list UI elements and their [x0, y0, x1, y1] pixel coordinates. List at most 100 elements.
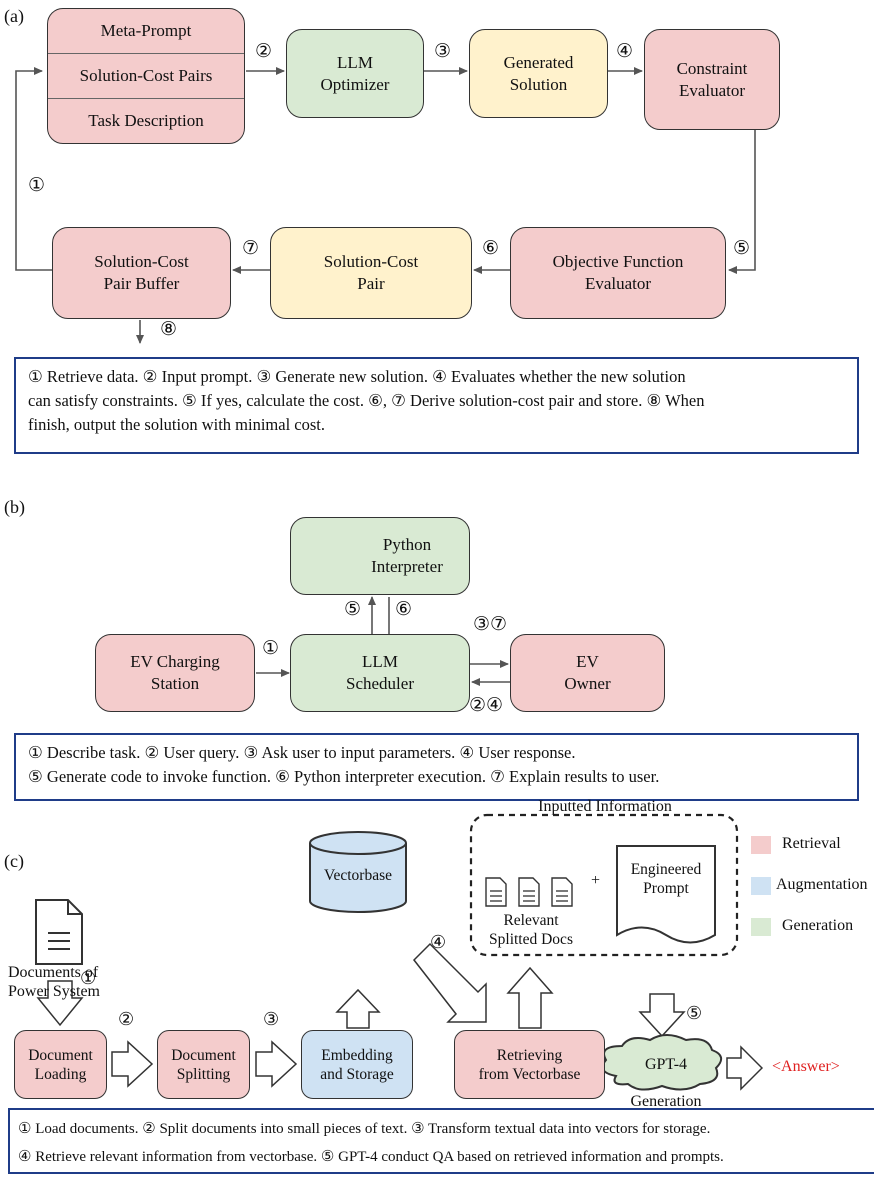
python-line2: Interpreter: [371, 557, 443, 576]
gpt4-cloud: [601, 1034, 723, 1091]
meta-prompt-stack: Meta-Prompt Solution-Cost Pairs Task Des…: [47, 8, 245, 144]
solution-cost-pair-box: Solution-Cost Pair: [270, 227, 472, 319]
panel-a-label: (a): [4, 6, 24, 26]
panel-b-label: (b): [4, 497, 25, 517]
generated-solution-line1: Generated: [503, 52, 574, 72]
python-interpreter-box: Python Interpreter: [290, 517, 470, 595]
hollow-arrow-up-embed: [335, 988, 381, 1029]
step-4-marker: ④: [616, 41, 634, 62]
c-note-num-3: ③: [411, 1121, 425, 1137]
panel-a-note-line1: ① Retrieve data. ② Input prompt. ③ Gener…: [28, 367, 686, 386]
gpt4-label: GPT-4: [644, 1056, 688, 1073]
doc-splitting-line2: Splitting: [176, 1065, 231, 1083]
llm-optimizer-line1: LLM: [337, 52, 373, 72]
llm-scheduler-line2: Scheduler: [346, 674, 414, 693]
c-step-4-marker: ④: [430, 932, 447, 952]
embedding-line1: Embedding: [321, 1046, 393, 1064]
retrieving-line1: Retrieving: [496, 1046, 563, 1064]
step-6-marker: ⑥: [482, 238, 500, 259]
legend-swatch-retrieval: [751, 836, 771, 854]
relevant-docs-line1: Relevant: [503, 912, 559, 929]
c-note-num-2: ②: [142, 1121, 156, 1137]
c-note-text-5: GPT-4 conduct QA based on retrieved info…: [338, 1149, 724, 1165]
ev-station-line1: EV Charging: [130, 652, 220, 671]
step-5-marker: ⑤: [733, 238, 751, 259]
panel-c-note: ① Load documents. ② Split documents into…: [8, 1108, 874, 1174]
c-note-text-3: Transform textual data into vectors for …: [428, 1121, 711, 1137]
small-doc-icon: [518, 877, 540, 907]
step-1-marker: ①: [28, 175, 46, 196]
step-8-marker: ⑧: [160, 319, 178, 340]
constraint-evaluator-box: Constraint Evaluator: [644, 29, 780, 130]
b-step-37-marker: ③⑦: [473, 614, 508, 635]
buffer-box: Solution-Cost Pair Buffer: [52, 227, 231, 319]
hollow-arrow-down-1: [36, 980, 84, 1027]
hollow-arrow-right-answer: [726, 1045, 764, 1091]
b-step-6-marker: ⑥: [395, 599, 413, 620]
doc-loading-line1: Document: [28, 1046, 93, 1064]
arrow-1: [15, 67, 52, 271]
llm-scheduler-box: LLM Scheduler: [290, 634, 470, 712]
doc-loading-box: Document Loading: [14, 1030, 107, 1099]
solution-cost-pair-line2: Pair: [357, 274, 385, 293]
panel-a-note-line2: can satisfy constraints. ⑤ If yes, calcu…: [28, 391, 705, 410]
b-step-1-marker: ①: [262, 638, 280, 659]
doc-splitting-line1: Document: [171, 1046, 236, 1064]
legend-swatch-generation: [751, 918, 771, 936]
llm-optimizer-line2: Optimizer: [320, 74, 390, 94]
ev-owner-line2: Owner: [564, 674, 611, 693]
ev-station-box: EV Charging Station: [95, 634, 255, 712]
ev-owner-line1: EV: [576, 652, 599, 671]
c-note-num-5: ⑤: [320, 1149, 335, 1165]
panel-a-note: ① Retrieve data. ② Input prompt. ③ Gener…: [14, 357, 859, 454]
documents-line1: Documents of: [8, 964, 99, 981]
engineered-prompt-shape: [616, 845, 716, 944]
panel-b-note-line1: ① Describe task. ② User query. ③ Ask use…: [28, 743, 576, 762]
solution-cost-pair-line1: Solution-Cost: [323, 252, 419, 271]
ev-station-line2: Station: [150, 674, 200, 693]
embedding-line2: and Storage: [320, 1065, 394, 1083]
small-doc-icon: [485, 877, 507, 907]
step-2-marker: ②: [255, 41, 273, 62]
panel-b-note: ① Describe task. ② User query. ③ Ask use…: [14, 733, 859, 801]
legend-label-augmentation: Augmentation: [776, 876, 868, 893]
c-step-1-marker: ①: [80, 968, 97, 988]
step-3-marker: ③: [434, 41, 452, 62]
documents-label: Documents of Power System: [8, 963, 118, 1001]
hollow-arrow-right-3: [255, 1040, 298, 1088]
engineered-line2: Prompt: [643, 880, 689, 897]
generated-solution-box: Generated Solution: [469, 29, 608, 118]
panel-c-note-line1: ① Load documents. ② Split documents into…: [18, 1115, 866, 1143]
panel-c-label: (c): [4, 851, 24, 871]
constraint-evaluator-line2: Evaluator: [678, 80, 746, 100]
buffer-line2: Pair Buffer: [103, 274, 180, 293]
relevant-docs-line2: Splitted Docs: [489, 931, 573, 948]
task-description-label: Task Description: [88, 110, 204, 130]
c-step-3-marker: ③: [263, 1009, 280, 1029]
plus-sign: +: [591, 872, 601, 889]
step-7-marker: ⑦: [242, 238, 260, 259]
c-note-text-2: Split documents into small pieces of tex…: [159, 1121, 408, 1137]
ev-owner-box: EV Owner: [510, 634, 665, 712]
hollow-arrow-up-retrieve: [506, 966, 554, 1029]
panel-c-note-line2: ④ Retrieve relevant information from vec…: [18, 1143, 866, 1171]
vectorbase-cylinder: [309, 831, 407, 913]
buffer-line1: Solution-Cost: [94, 252, 189, 271]
objective-evaluator-line2: Evaluator: [584, 274, 652, 293]
doc-loading-line2: Loading: [34, 1065, 87, 1083]
objective-evaluator-line1: Objective Function: [552, 252, 684, 271]
constraint-evaluator-line1: Constraint: [676, 58, 748, 78]
documents-line2: Power System: [8, 983, 100, 1000]
doc-splitting-box: Document Splitting: [157, 1030, 250, 1099]
embedding-box: Embedding and Storage: [301, 1030, 413, 1099]
retrieving-line2: from Vectorbase: [478, 1065, 581, 1083]
inputted-info-group: [469, 813, 739, 957]
c-step-2-marker: ②: [118, 1009, 135, 1029]
c-note-num-4: ④: [18, 1149, 32, 1165]
document-icon: [35, 899, 83, 965]
vectorbase-label: Vectorbase: [324, 867, 392, 884]
hollow-arrow-diag-4: [413, 942, 487, 1023]
b-step-24-marker: ②④: [469, 695, 504, 716]
panel-a-note-line3: finish, output the solution with minimal…: [28, 415, 325, 434]
generated-solution-line2: Solution: [509, 74, 568, 94]
